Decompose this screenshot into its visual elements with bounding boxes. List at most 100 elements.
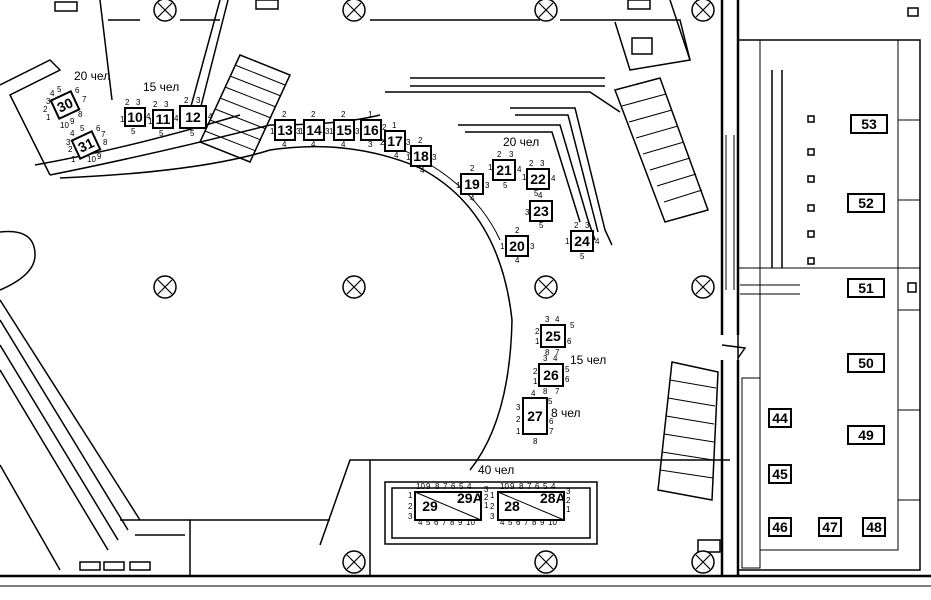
svg-text:3: 3 [355, 127, 360, 136]
left-ramp [0, 230, 191, 576]
svg-text:2: 2 [153, 100, 158, 109]
svg-text:7: 7 [443, 482, 448, 491]
svg-text:3: 3 [164, 100, 169, 109]
seat-numbers-30: 4 5 6 7 8 9 10 1 2 3 [43, 85, 87, 130]
svg-text:2: 2 [529, 159, 534, 168]
table-16[interactable]: 16 [360, 119, 382, 141]
svg-text:9: 9 [540, 518, 545, 527]
svg-text:2: 2 [418, 136, 423, 145]
svg-text:4: 4 [551, 482, 556, 491]
svg-text:4: 4 [394, 151, 399, 160]
table-27[interactable]: 27 [522, 397, 548, 435]
table-48[interactable]: 48 [862, 517, 886, 537]
svg-text:9: 9 [426, 482, 431, 491]
right-rooms [697, 0, 921, 576]
svg-text:2: 2 [380, 138, 385, 147]
svg-text:7: 7 [527, 482, 532, 491]
capacity-label: 40 чел [478, 463, 514, 477]
svg-text:3: 3 [368, 140, 373, 149]
table-23[interactable]: 23 [529, 200, 553, 222]
svg-text:4: 4 [174, 114, 179, 123]
svg-text:2: 2 [341, 110, 346, 119]
svg-text:10: 10 [466, 518, 475, 527]
svg-text:2: 2 [497, 150, 502, 159]
table-25[interactable]: 25 [540, 324, 566, 348]
svg-text:3: 3 [408, 512, 413, 521]
svg-text:6: 6 [75, 86, 80, 95]
svg-text:1: 1 [565, 237, 570, 246]
svg-text:4: 4 [553, 354, 558, 363]
table-18[interactable]: 18 [410, 145, 432, 167]
svg-text:1: 1 [392, 121, 397, 130]
svg-text:4: 4 [500, 518, 505, 527]
table-29[interactable]: 29 [414, 491, 482, 521]
svg-text:4: 4 [515, 256, 520, 265]
svg-text:6: 6 [567, 337, 572, 346]
svg-text:5: 5 [57, 85, 62, 94]
column-8 [691, 275, 715, 299]
svg-text:3: 3 [484, 485, 489, 494]
table-51[interactable]: 51 [847, 278, 885, 298]
table-31[interactable]: 31 [70, 129, 102, 161]
svg-text:2: 2 [515, 226, 520, 235]
svg-text:1: 1 [46, 113, 51, 122]
table-12[interactable]: 12 [179, 105, 207, 129]
column-4 [691, 0, 715, 22]
svg-text:6: 6 [434, 518, 439, 527]
svg-text:7: 7 [555, 348, 560, 357]
table-50[interactable]: 50 [847, 353, 885, 373]
svg-text:8: 8 [435, 482, 440, 491]
svg-text:1: 1 [456, 181, 461, 190]
svg-text:9: 9 [97, 152, 102, 161]
svg-text:8: 8 [519, 482, 524, 491]
table-15[interactable]: 15 [333, 119, 355, 141]
svg-text:6: 6 [516, 518, 521, 527]
table-17[interactable]: 17 [384, 130, 406, 152]
column-7 [534, 275, 558, 299]
table-30[interactable]: 30 [49, 89, 81, 121]
svg-text:5: 5 [570, 321, 575, 330]
table-47[interactable]: 47 [818, 517, 842, 537]
main-arc [59, 139, 513, 471]
top-wall [54, 0, 651, 111]
booth-wall-left [0, 59, 381, 176]
capacity-label: 15 чел [570, 353, 606, 367]
table-49[interactable]: 49 [847, 425, 885, 445]
table-14[interactable]: 14 [303, 119, 325, 141]
column-11 [691, 550, 715, 574]
svg-text:2: 2 [184, 96, 189, 105]
svg-text:7: 7 [82, 95, 87, 104]
svg-text:1: 1 [120, 115, 125, 124]
table-53[interactable]: 53 [850, 114, 888, 134]
svg-text:4: 4 [50, 89, 55, 98]
table-22[interactable]: 22 [526, 168, 550, 190]
table-13[interactable]: 13 [274, 119, 296, 141]
table-46[interactable]: 46 [768, 517, 792, 537]
svg-text:5: 5 [80, 124, 85, 133]
capacity-label: 20 чел [503, 135, 539, 149]
svg-text:1: 1 [484, 501, 489, 510]
table-20[interactable]: 20 [505, 235, 529, 257]
table-26[interactable]: 26 [538, 363, 564, 387]
svg-text:7: 7 [101, 130, 106, 139]
svg-text:9: 9 [510, 482, 515, 491]
table-10[interactable]: 10 [124, 107, 146, 127]
table-44[interactable]: 44 [768, 408, 792, 428]
svg-text:3: 3 [296, 127, 301, 136]
svg-text:4: 4 [467, 482, 472, 491]
stairs-upper-right [614, 77, 709, 223]
svg-text:8: 8 [543, 387, 548, 396]
svg-text:3: 3 [46, 97, 51, 106]
svg-text:1: 1 [500, 242, 505, 251]
table-28[interactable]: 28 [497, 491, 565, 521]
table-21[interactable]: 21 [492, 159, 516, 181]
table-45[interactable]: 45 [768, 464, 792, 484]
table-19[interactable]: 19 [460, 173, 484, 195]
svg-text:2: 2 [490, 502, 495, 511]
table-52[interactable]: 52 [847, 193, 885, 213]
svg-text:5: 5 [503, 181, 508, 190]
table-24[interactable]: 24 [570, 230, 594, 252]
svg-text:1: 1 [408, 491, 413, 500]
table-11[interactable]: 11 [152, 109, 174, 129]
